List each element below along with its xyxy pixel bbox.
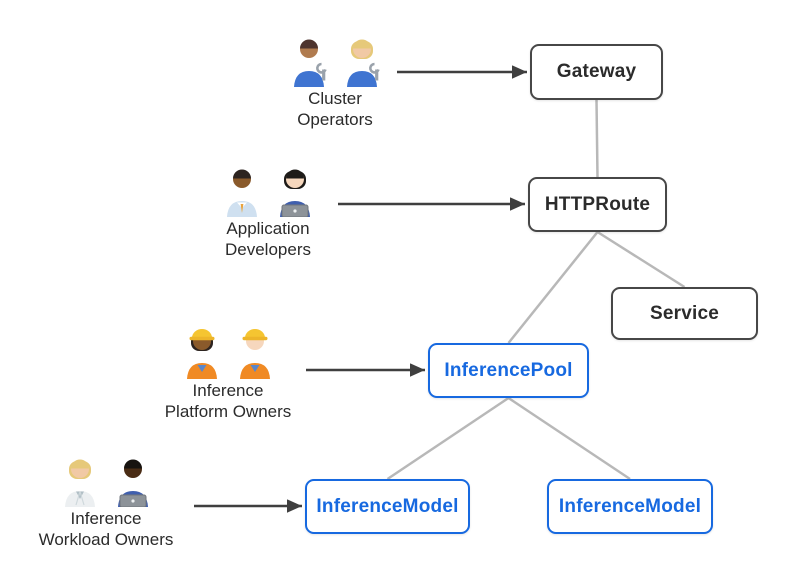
man-technologist-icon — [117, 459, 148, 507]
actor-label: Application Developers — [225, 218, 311, 260]
persons — [285, 33, 386, 87]
actor-label-line2: Workload Owners — [38, 530, 174, 549]
arrows-group — [194, 65, 527, 513]
edge-gateway-to-httproute — [595, 99, 599, 178]
actor-application-developers: Application Developers — [158, 163, 378, 260]
woman-technologist-icon — [279, 169, 310, 217]
actor-label-line2: Platform Owners — [164, 402, 292, 421]
node-inferencemodel-left: InferenceModel — [305, 479, 470, 534]
actor-label: Inference Platform Owners — [165, 380, 292, 422]
persons — [218, 163, 319, 217]
edge-inferencepool-to-inferencemodel_right — [507, 396, 631, 481]
node-service: Service — [611, 287, 758, 340]
edges-group — [386, 99, 686, 481]
scientist-icon — [64, 459, 95, 507]
actor-label-line2: Developers — [225, 240, 311, 259]
node-inferencepool: InferencePool — [428, 343, 589, 398]
actor-inference-platform-owners: Inference Platform Owners — [118, 325, 338, 422]
persons — [56, 453, 157, 507]
node-inferencemodel-right: InferenceModel — [547, 479, 713, 534]
woman-mechanic-icon — [346, 39, 380, 87]
actor-label: Inference Workload Owners — [39, 508, 174, 550]
man-construction-worker-icon — [239, 329, 270, 379]
node-gateway: Gateway — [530, 44, 663, 100]
actor-label-line1: Application — [226, 219, 310, 238]
man-office-worker-icon — [226, 169, 257, 217]
edge-httproute-to-service — [596, 230, 686, 289]
actor-cluster-operators: Cluster Operators — [225, 33, 445, 130]
node-httproute: HTTPRoute — [528, 177, 667, 232]
actor-label-line2: Operators — [297, 110, 373, 129]
man-mechanic-icon — [293, 39, 327, 87]
actor-label-line1: Inference — [70, 509, 142, 528]
edge-httproute-to-inferencepool — [507, 231, 599, 344]
actor-label: Cluster Operators — [297, 88, 373, 130]
persons — [178, 325, 279, 379]
edge-inferencepool-to-inferencemodel_left — [386, 396, 510, 481]
woman-construction-worker-icon — [186, 329, 217, 379]
actor-inference-workload-owners: Inference Workload Owners — [0, 453, 216, 550]
actor-label-line1: Inference — [192, 381, 264, 400]
actor-label-line1: Cluster — [308, 89, 362, 108]
